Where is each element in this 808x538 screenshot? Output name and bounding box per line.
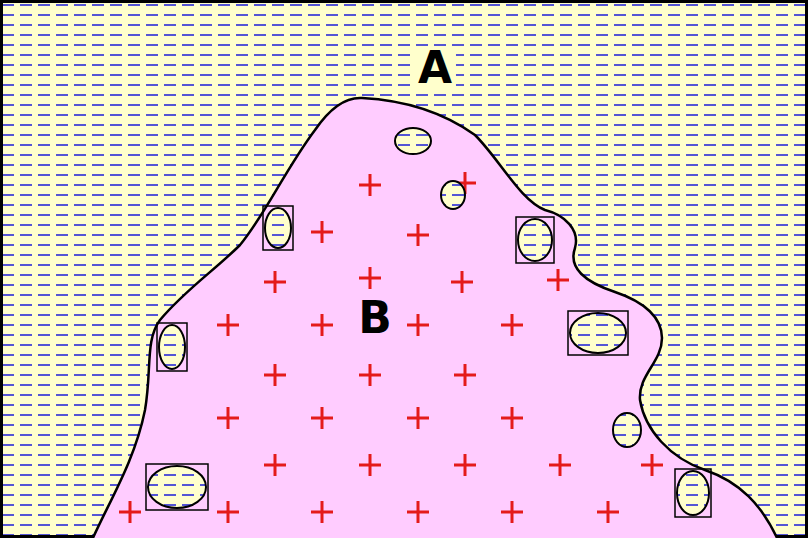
region-outline [90, 95, 780, 538]
region-label: A [414, 46, 456, 90]
inner-region: B [90, 95, 780, 538]
region-label: B [354, 296, 396, 340]
